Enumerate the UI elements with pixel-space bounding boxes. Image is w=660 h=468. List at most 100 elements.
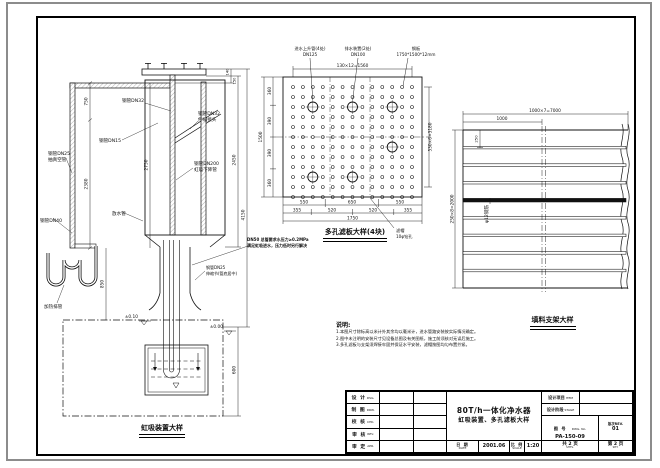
dim-left-total: 1500 (258, 131, 264, 142)
dim-b2-0: 355 (293, 208, 301, 214)
sig-cell (414, 392, 447, 405)
sig-cell (380, 416, 414, 429)
label-drainage: 排水装置(2处) (345, 45, 372, 52)
item-value-cell (580, 392, 633, 405)
dim-250: 250 (474, 135, 479, 143)
dim-left-0: 360 (267, 87, 273, 95)
label-dn32-right: 钢管DN32 (198, 110, 220, 117)
tank-body (144, 79, 226, 248)
label-dn32-top: 钢管DN32 (122, 97, 144, 104)
sheet-subject: 虹吸装置、多孔滤板大样 (458, 416, 530, 424)
plate-labels: 进水上升管(4处) DN125 排水装置(2处) DN100 钢板 1750*1… (294, 45, 435, 240)
dn50-note-line2: 满足虹吸进水，压力低时另行解决 (247, 243, 307, 248)
dim-b2-2: 520 (369, 208, 377, 214)
dim-1000: 1000 (497, 116, 508, 122)
sig-cell (414, 440, 447, 453)
label-dn25b-sub: 伸缩节(管底居中) (206, 270, 238, 276)
sig-cell (380, 392, 414, 405)
dimension-texts: 750 2380 2750 850 140 150 2450 4150 600 … (84, 68, 247, 374)
dim-750: 750 (84, 97, 90, 105)
dim-left-1: 390 (267, 117, 273, 125)
sheet-outer-border (6, 2, 652, 461)
label-steel: 钢板 (412, 45, 421, 52)
dn50-note: DN50 总管要求水压力≥0.2MPa 满足虹吸进水，压力低时另行解决 (247, 237, 309, 249)
note-item: 2.图中未注明的安装尺寸见设备总图及有关图纸，施工前须核对无误后施工。 (336, 335, 479, 341)
plate-title: 多孔滤板大样(4块) (305, 227, 405, 242)
siphon-downpipe (148, 240, 202, 379)
sig-cell (414, 416, 447, 429)
project-name: 80T/h一体化净水器 (456, 406, 532, 416)
hole-grid (291, 85, 414, 199)
note-item: 1.本图尺寸除标高以米计外其余均以毫米计，进水管路安装按实际情况确定。 (336, 329, 479, 334)
label-dn25-sub: 抽真空管 (48, 156, 67, 163)
dim-left-2: 390 (267, 149, 273, 157)
siphon-title: 虹吸装置大样 (117, 423, 207, 438)
water-seal-pit (62, 319, 224, 417)
label-dn25: 钢管DN25 (48, 150, 70, 157)
dim-b-total: 1750 (347, 216, 358, 222)
project-title-cell: 80T/h一体化净水器 虹吸装置、多孔滤板大样 (447, 392, 542, 441)
plate-dim-lines (261, 57, 432, 229)
label-drain: 放水管 (112, 210, 126, 217)
dim-4150: 4150 (241, 209, 247, 220)
rev-cell: 版次REV. 01 (599, 416, 633, 441)
note-item: 3.多孔滤板与支架须焊接牢固并保证水平安装，滤帽按图均匀布置拧紧。 (336, 342, 470, 347)
dim-right: 530×6=3180 (428, 122, 434, 151)
plate-dim-texts: 130×12=1560 530×6=3180 360 390 390 360 1… (258, 63, 434, 222)
dim-b2-1: 520 (328, 208, 336, 214)
date-value-cell: 2001.06 (479, 440, 510, 453)
dim-7000: 1000×7=7000 (529, 108, 561, 114)
notes-heading: 说明: (336, 322, 351, 329)
label-dn15: 钢管DN15 (99, 137, 121, 144)
label-dn200-sub: 虹吸下降管 (194, 166, 217, 173)
sig-cell (380, 440, 414, 453)
stage-value-cell (580, 404, 633, 417)
dim-150: 150 (233, 77, 237, 85)
siphon-drawing: 750 2380 2750 850 140 150 2450 4150 600 … (40, 63, 250, 417)
support-drawing: 1000×7=7000 1000 250 250×8=2000 φ12钢筋 (450, 108, 630, 292)
sig-cell (380, 404, 414, 417)
support-bars (462, 146, 627, 273)
leader-lines (52, 102, 249, 304)
sig-cell (380, 428, 414, 441)
dim-600: 600 (232, 366, 238, 374)
dn50-note-line1: DN50 总管要求水压力≥0.2MPa (247, 237, 309, 242)
label-riser-dn: DN125 (303, 52, 318, 57)
support-title: 填料支架大样 (510, 315, 595, 330)
scale-value-cell: 1:20 (525, 440, 542, 453)
dim-850: 850 (100, 280, 106, 288)
dim-top: 130×12=1560 (337, 63, 369, 69)
dim-2380: 2380 (84, 178, 90, 189)
label-heater: 加热排管 (44, 303, 63, 310)
label-rebar: φ12钢筋 (483, 205, 490, 223)
support-dim-lines (452, 111, 629, 289)
dim-2450: 2450 (232, 154, 238, 165)
notes-block: 说明: 1.本图尺寸除标高以米计外其余均以毫米计，进水管路安装按实际情况确定。 … (336, 320, 546, 349)
dim-2000: 250×8=2000 (450, 194, 456, 223)
dimension-lines (87, 68, 250, 417)
label-dn200: 钢管DN200 (194, 160, 219, 167)
sig-cell (414, 404, 447, 417)
dim-b1-1: 650 (348, 200, 356, 206)
label-steel-size: 1750*1500*12mm (397, 52, 436, 57)
sig-cell (414, 428, 447, 441)
label-dn40: 钢管DN40 (40, 217, 62, 224)
support-dim-texts: 1000×7=7000 1000 250 250×8=2000 φ12钢筋 (450, 108, 561, 224)
support-outline (462, 123, 630, 290)
dim-140: 140 (226, 68, 230, 76)
pipe-labels: 钢管DN32 钢管DN15 钢管DN25 抽真空管 钢管DN40 钢管DN32 … (40, 97, 238, 310)
label-drainage-dn: DN100 (351, 52, 366, 57)
dim-2750: 2750 (144, 159, 150, 170)
dwg-number: PA-150-09 (555, 433, 585, 440)
heater-coil (46, 243, 98, 287)
elev-pit: ±0.10 (125, 314, 138, 320)
